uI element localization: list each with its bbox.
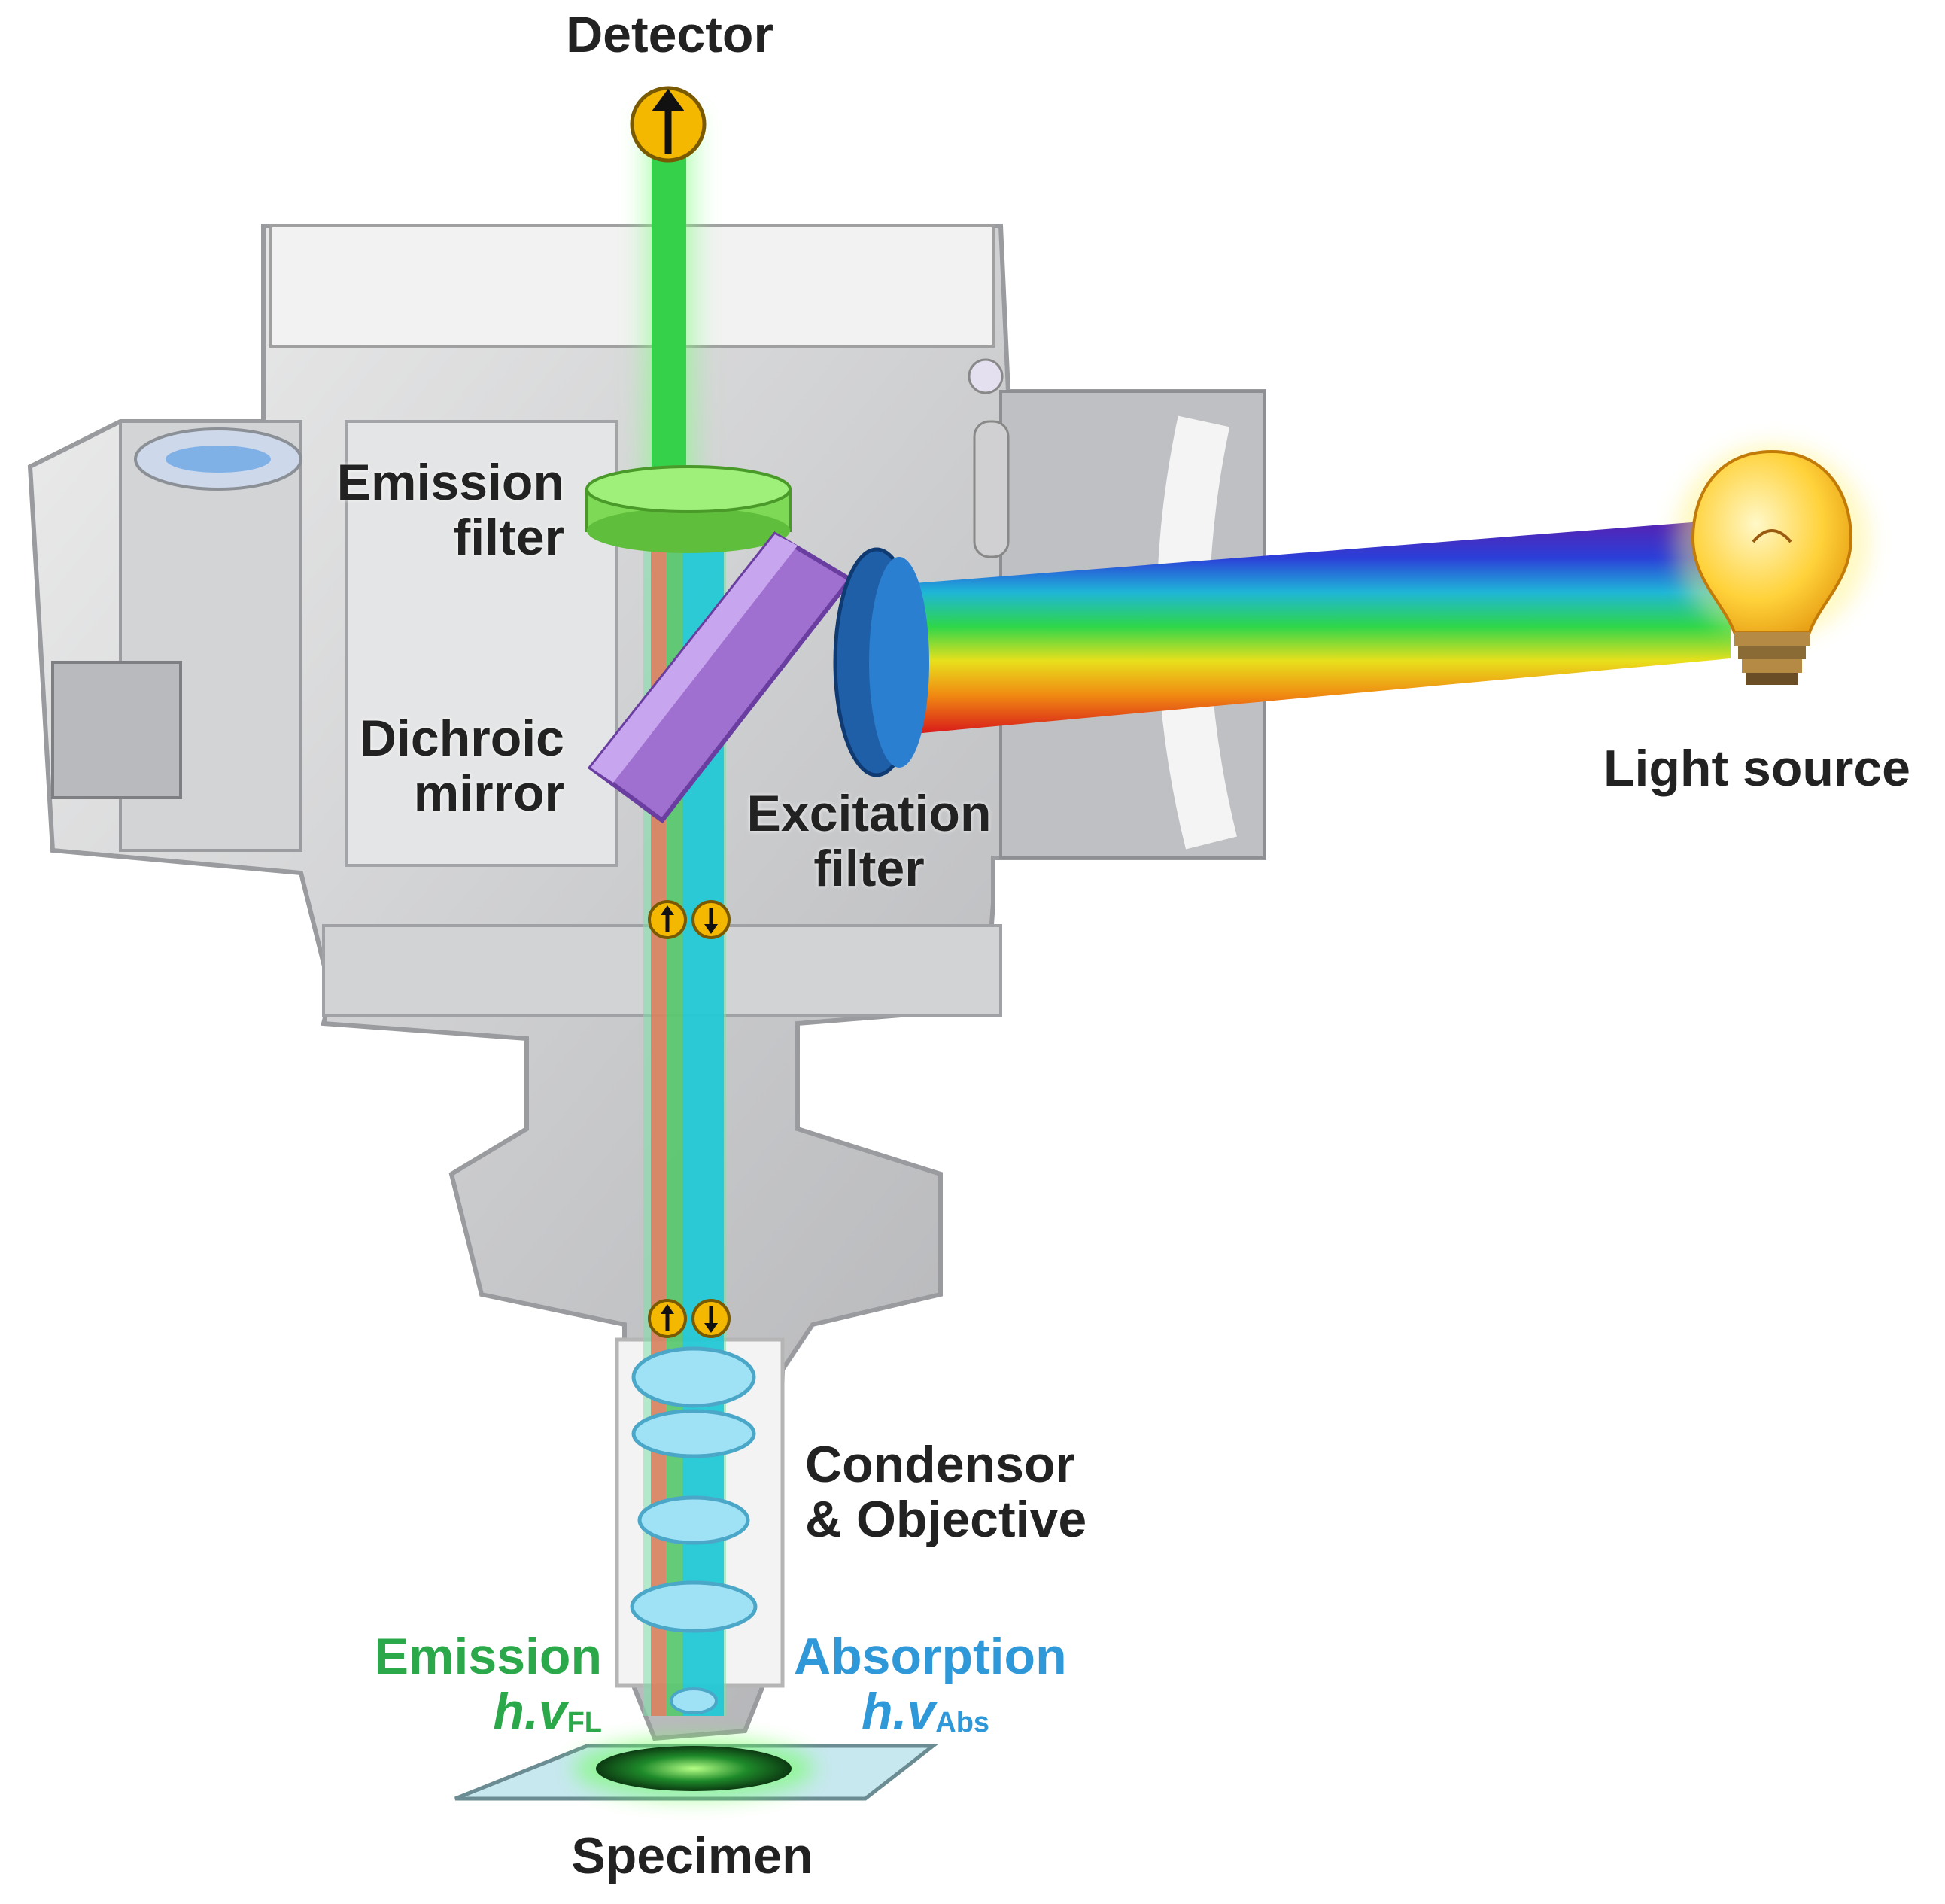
emission-filter xyxy=(585,465,792,553)
detector-label: Detector xyxy=(542,6,798,63)
excitation-filter xyxy=(833,547,929,777)
rainbow-excitation-beam xyxy=(914,519,1731,734)
specimen-slide xyxy=(454,1738,939,1801)
emission-filter-label: Emission filter xyxy=(256,455,564,566)
absorption-symbol-sub: Abs xyxy=(935,1707,990,1739)
condensor-label-line2: & Objective xyxy=(805,1491,1087,1549)
emission-symbol: h.vFL xyxy=(316,1684,602,1739)
excitation-filter-label-line1: Excitation xyxy=(746,785,992,842)
emission-filter-label-line1: Emission xyxy=(336,454,564,511)
specimen-label: Specimen xyxy=(519,1827,865,1884)
dichroic-mirror-label: Dichroic mirror xyxy=(256,710,564,823)
light-source-label: Light source xyxy=(1580,741,1934,796)
emission-filter-label-line2: filter xyxy=(453,509,564,567)
arrow-up-down-badges-upper xyxy=(648,900,731,939)
absorption-symbol-main: h.v xyxy=(862,1683,936,1741)
excitation-filter-label: Excitation filter xyxy=(722,786,1016,897)
dichroic-mirror-label-line1: Dichroic xyxy=(359,710,564,767)
specimen-label-text: Specimen xyxy=(571,1827,813,1884)
objective-lenses xyxy=(630,1346,758,1714)
detector-label-text: Detector xyxy=(566,6,773,63)
condensor-label-line1: Condensor xyxy=(805,1436,1075,1493)
emission-label-text: Emission xyxy=(374,1628,602,1685)
detector-arrow-badge xyxy=(630,86,707,163)
light-bulb-icon xyxy=(1674,444,1870,685)
absorption-symbol: h.vAbs xyxy=(794,1684,1110,1739)
condensor-objective-label: Condensor & Objective xyxy=(805,1437,1136,1548)
absorption-label: Absorption h.vAbs xyxy=(794,1629,1110,1740)
emission-symbol-sub: FL xyxy=(567,1707,602,1739)
emission-symbol-main: h.v xyxy=(493,1683,567,1741)
green-emission-beam xyxy=(632,113,707,512)
dichroic-mirror-label-line2: mirror xyxy=(413,765,564,823)
emission-label: Emission h.vFL xyxy=(316,1629,602,1740)
absorption-label-text: Absorption xyxy=(794,1628,1067,1685)
excitation-filter-label-line2: filter xyxy=(813,840,925,898)
light-source-label-text: Light source xyxy=(1603,740,1911,797)
arrow-up-down-badges-lower xyxy=(648,1299,731,1338)
